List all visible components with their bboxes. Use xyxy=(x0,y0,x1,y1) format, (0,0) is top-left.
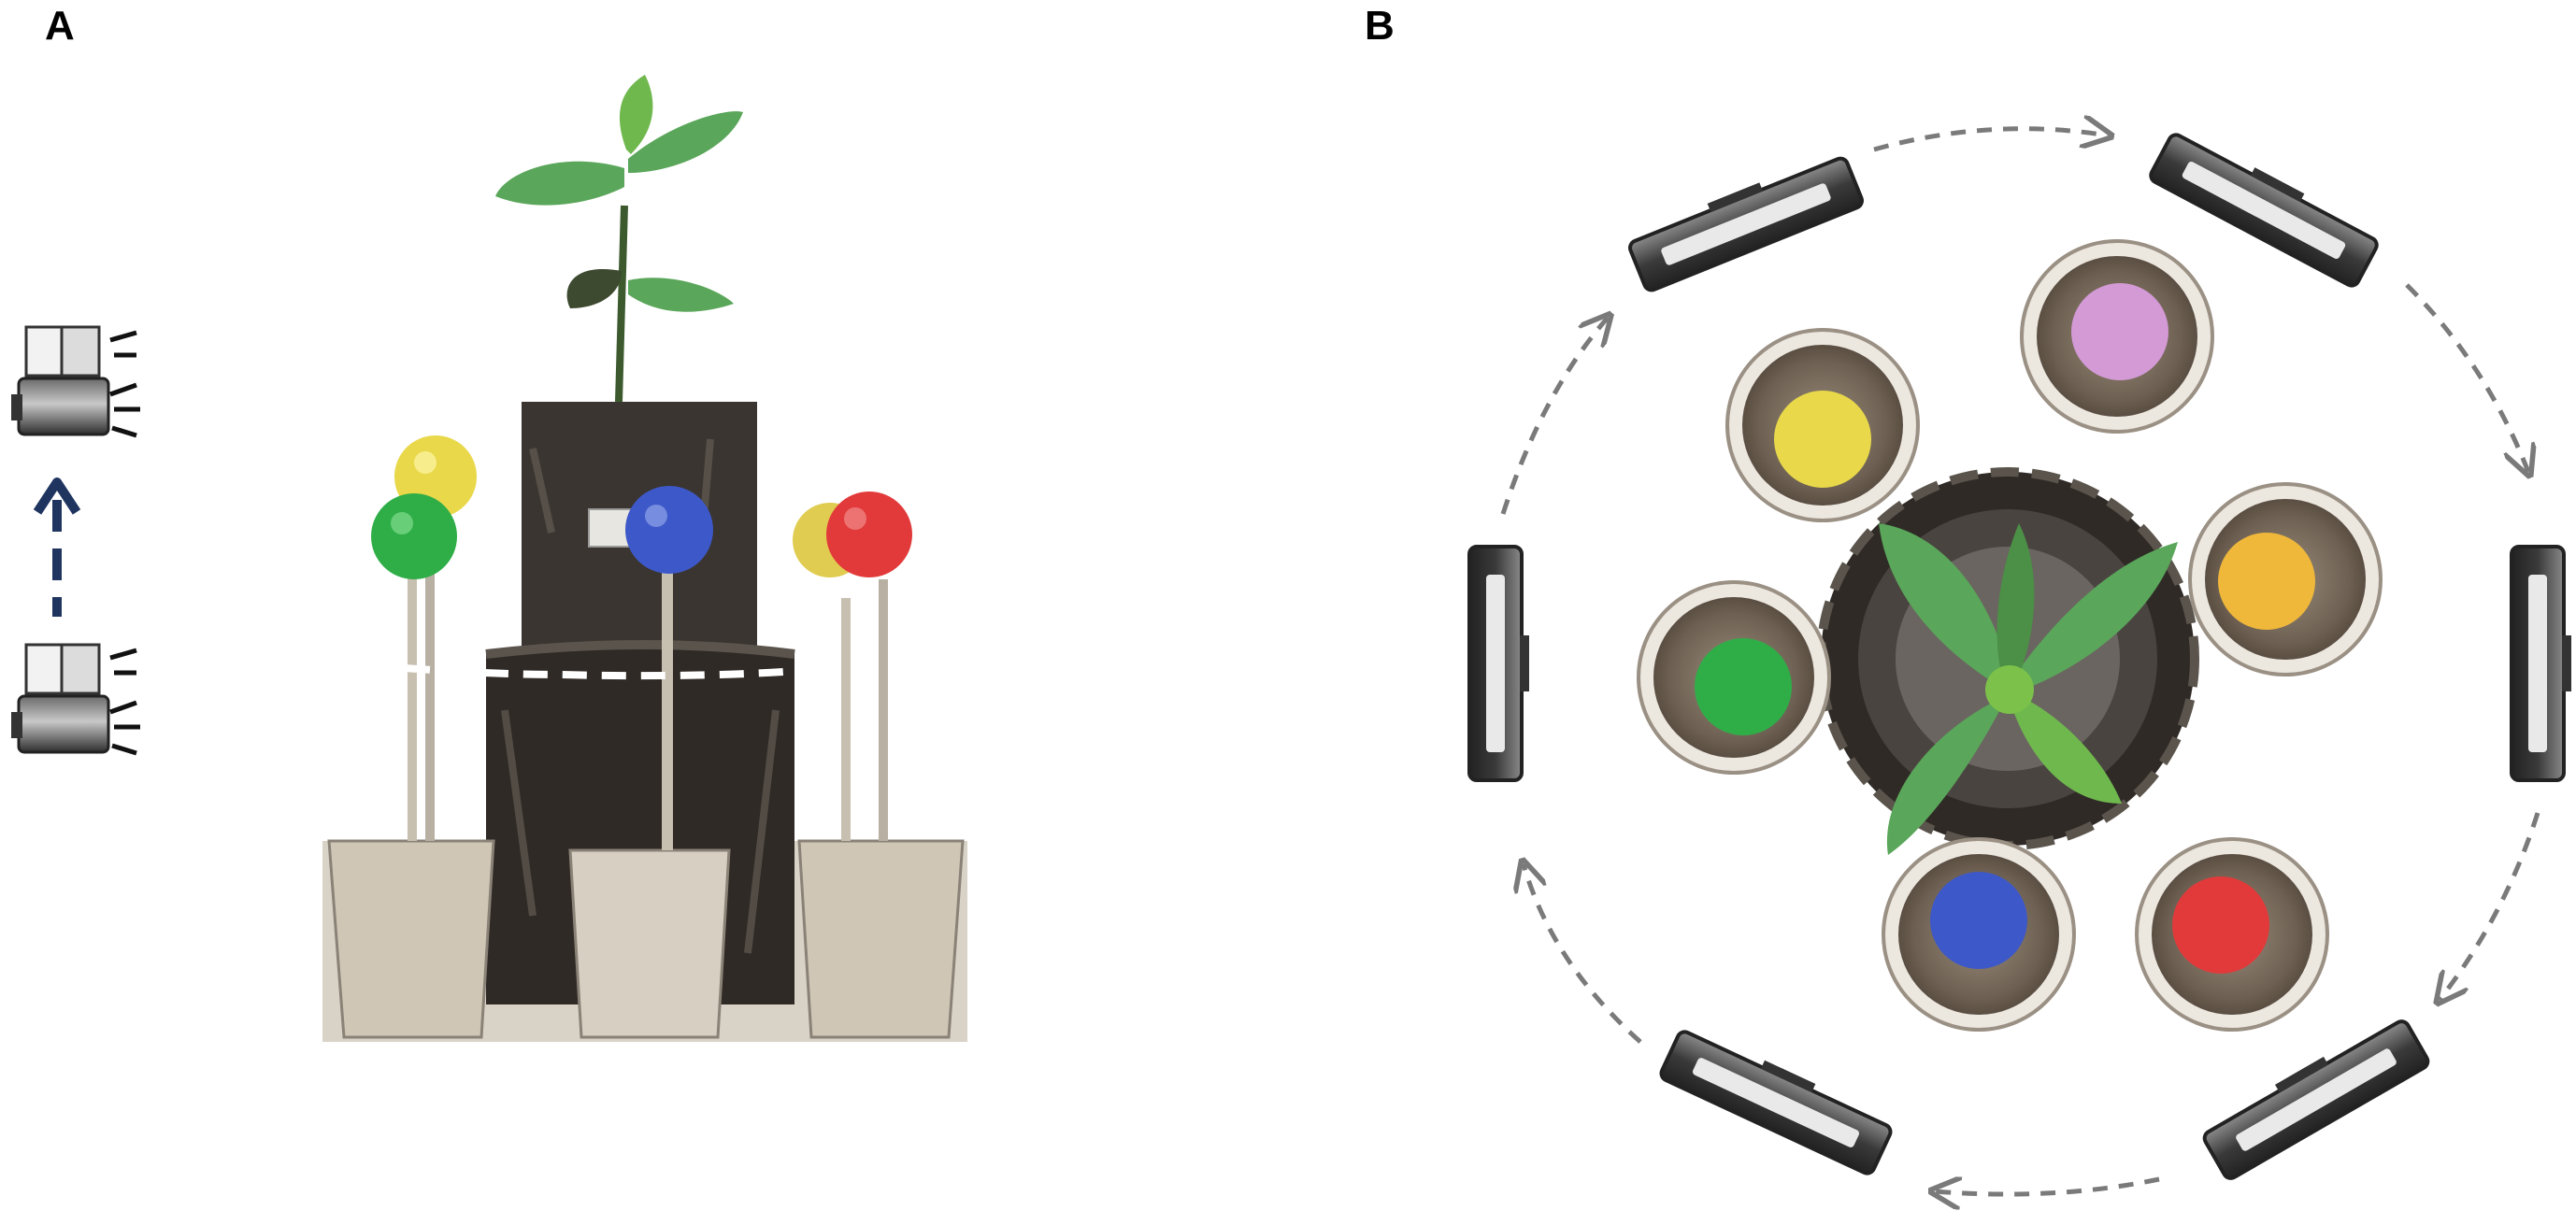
camera-icon xyxy=(2149,133,2379,288)
marker-pot-blue xyxy=(1882,837,2076,1032)
curved-arrow-icon xyxy=(1524,864,1642,1044)
marker-pot-pink xyxy=(2020,239,2214,434)
plant-top-view xyxy=(1879,523,2178,855)
panel-label-a: A xyxy=(45,3,75,49)
camera-icon xyxy=(2510,545,2571,782)
panel-label-b: B xyxy=(1365,3,1395,49)
marker-pot-red xyxy=(2135,837,2329,1032)
marker-pot-orange xyxy=(2188,482,2383,677)
panel-a xyxy=(11,75,967,1042)
curved-arrow-icon xyxy=(1935,1179,2160,1194)
curved-arrow-icon xyxy=(2440,812,2540,1000)
camera-icon xyxy=(1628,156,1864,292)
curved-arrow-icon xyxy=(2405,283,2528,472)
panel-b xyxy=(1467,126,2571,1195)
marker-ball-red xyxy=(826,491,912,577)
orbit-arrows xyxy=(1500,129,2540,1194)
curved-arrow-icon xyxy=(1500,318,1608,515)
plant-setup-side-view xyxy=(322,75,967,1042)
camera-lower-icon xyxy=(11,643,140,756)
camera-icon xyxy=(2202,1019,2430,1180)
marker-pot-green xyxy=(1637,580,1831,775)
arrow-up-icon xyxy=(33,477,81,617)
curved-arrow-icon xyxy=(1873,129,2108,152)
marker-pot-yellow xyxy=(1725,328,1920,522)
camera-icon xyxy=(1659,1030,1893,1175)
leaf-shape xyxy=(495,161,624,206)
camera-icon xyxy=(1467,545,1529,782)
camera-upper-icon xyxy=(11,325,140,438)
marker-ball-blue xyxy=(625,486,713,574)
marker-ball-green xyxy=(371,493,457,579)
